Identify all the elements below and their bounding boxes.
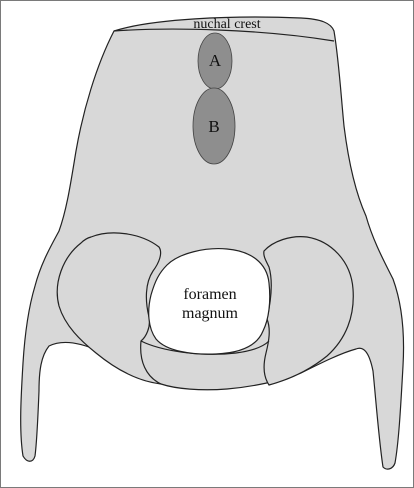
right-condyle <box>264 237 353 385</box>
nuchal-crest-label: nuchal crest <box>193 17 260 32</box>
foramen-label-line1: foramen <box>183 286 236 303</box>
region-a-label: A <box>209 51 222 70</box>
region-b-label: B <box>208 117 219 136</box>
foramen-label-line2: magnum <box>182 305 239 322</box>
